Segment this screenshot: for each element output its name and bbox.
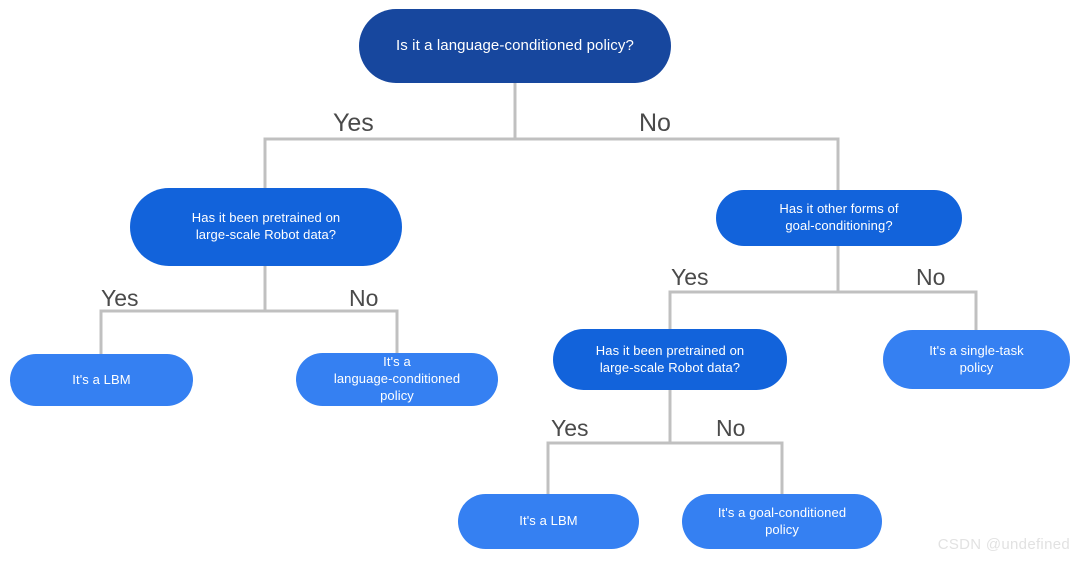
node-left-branch-pretrained[interactable]: Has it been pretrained on large-scale Ro… (130, 188, 402, 266)
node-leaf-lbm-bottom[interactable]: It's a LBM (458, 494, 639, 549)
edge-label-right-no: No (916, 264, 946, 290)
edge-label-left-yes: Yes (101, 285, 139, 311)
watermark-text: CSDN @undefined (937, 536, 1070, 553)
node-mid-branch-pretrained[interactable]: Has it been pretrained on large-scale Ro… (553, 329, 787, 390)
edge-label-root-yes: Yes (333, 109, 374, 137)
node-leaf-single-task-policy[interactable]: It's a single-task policy (883, 330, 1070, 389)
node-root-question[interactable]: Is it a language-conditioned policy? (359, 9, 671, 83)
node-leaf-goal-conditioned-policy[interactable]: It's a goal-conditioned policy (682, 494, 882, 549)
node-leaf-language-conditioned-policy[interactable]: It's a language-conditioned policy (296, 353, 498, 406)
node-right-branch-goal-conditioning[interactable]: Has it other forms of goal-conditioning? (716, 190, 962, 246)
node-leaf-lbm-left[interactable]: It's a LBM (10, 354, 193, 406)
edge-label-right-yes: Yes (671, 264, 709, 290)
edge-label-left-no: No (349, 285, 379, 311)
edge-label-mid-yes: Yes (551, 415, 589, 441)
edge-label-root-no: No (639, 109, 671, 137)
edge-label-mid-no: No (716, 415, 746, 441)
